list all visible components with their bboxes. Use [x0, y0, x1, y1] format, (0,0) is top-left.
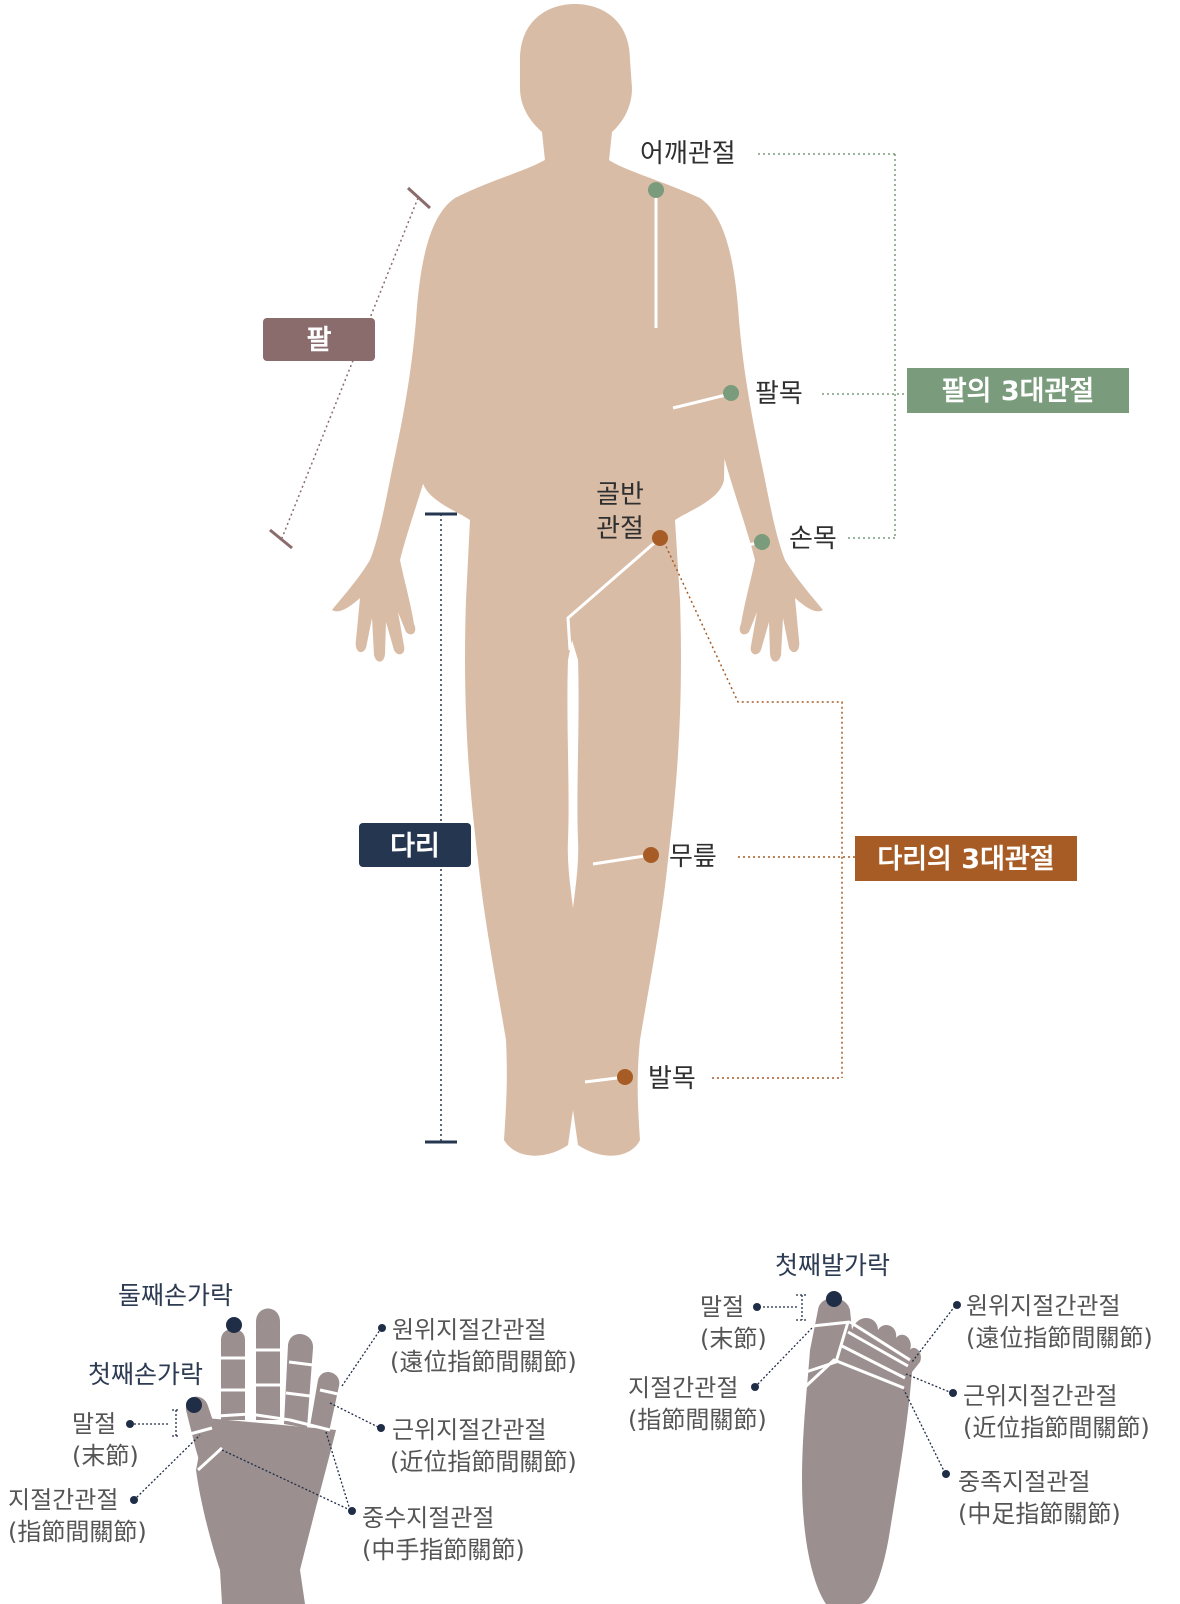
hand-dip-label: 원위지절간관절: [392, 1316, 547, 1344]
foot-interphalangeal-hanja: (指節間關節): [628, 1406, 767, 1434]
thumb-label: 첫째손가락: [88, 1360, 203, 1389]
wrist-joint-label: 손목: [789, 524, 837, 554]
hand-interphalangeal-label: 지절간관절: [8, 1486, 118, 1514]
knee-joint-label: 무릎: [669, 842, 717, 872]
leg-span-indicator: [425, 512, 457, 1144]
hand-diagram: 둘째손가락 첫째손가락 말절 (末節) 지절간관절 (指節間關節) 원위지절간관…: [8, 1281, 577, 1604]
big-toe-label: 첫째발가락: [775, 1251, 890, 1280]
hand-mcp-label: 중수지절관절: [362, 1504, 494, 1532]
thumb-tip-dot: [186, 1397, 202, 1413]
foot-pip-hanja: (近位指節間關節): [963, 1414, 1150, 1442]
index-finger-tip-dot: [226, 1317, 242, 1333]
arm-badge-label: 팔: [307, 325, 332, 356]
leg-badge-label: 다리: [390, 831, 440, 862]
knee-joint-dot: [643, 847, 659, 863]
human-body-figure: [332, 4, 823, 1156]
foot-interphalangeal-label: 지절간관절: [628, 1374, 738, 1402]
hip-joint-label-line1: 골반: [596, 480, 644, 510]
leg-joints-group-label: 다리의 3대관절: [877, 844, 1054, 875]
hand-distal-phalanx-label: 말절: [72, 1410, 116, 1438]
leg-joints-group: 골반 관절 무릎 발목 다리의 3대관절: [596, 480, 1077, 1094]
foot-pip-label: 근위지절간관절: [963, 1382, 1118, 1410]
index-finger-label: 둘째손가락: [118, 1281, 233, 1310]
foot-dip-label: 원위지절간관절: [966, 1292, 1121, 1320]
arm-span-indicator: [269, 186, 432, 550]
foot-mtp-hanja: (中足指節關節): [958, 1500, 1121, 1528]
body-joint-lines: [566, 190, 763, 1084]
arm-joints-group-label: 팔의 3대관절: [942, 376, 1094, 407]
arm-badge: 팔: [263, 318, 375, 361]
leg-badge: 다리: [359, 823, 471, 867]
foot-dip-hanja: (遠位指節間關節): [966, 1324, 1153, 1352]
arm-joints-group: 어깨관절 팔목 손목 팔의 3대관절: [640, 139, 1129, 554]
foot-mtp-label: 중족지절관절: [958, 1468, 1090, 1496]
elbow-joint-label: 팔목: [755, 379, 803, 409]
shoulder-joint-dot: [648, 182, 664, 198]
hand-dip-hanja: (遠位指節間關節): [390, 1348, 577, 1376]
ankle-joint-dot: [617, 1069, 633, 1085]
hand-interphalangeal-hanja: (指節間關節): [8, 1518, 147, 1546]
hand-pip-label: 근위지절간관절: [392, 1416, 547, 1444]
hand-shape: [185, 1308, 340, 1604]
hand-mcp-hanja: (中手指節關節): [362, 1536, 525, 1564]
hip-joint-label-line2: 관절: [596, 514, 644, 544]
wrist-joint-dot: [754, 534, 770, 550]
hand-distal-phalanx-hanja: (末節): [72, 1442, 139, 1470]
foot-shape: [802, 1298, 921, 1604]
shoulder-joint-label: 어깨관절: [640, 139, 736, 169]
foot-distal-phalanx-label: 말절: [700, 1293, 744, 1321]
hand-pip-hanja: (近位指節間關節): [390, 1448, 577, 1476]
foot-diagram: 첫째발가락 말절 (末節) 지절간관절 (指節間關節) 원위지절간관절 (遠位指…: [628, 1251, 1153, 1604]
big-toe-tip-dot: [826, 1291, 842, 1307]
hip-joint-dot: [652, 530, 668, 546]
ankle-joint-label: 발목: [648, 1064, 696, 1094]
elbow-joint-dot: [723, 385, 739, 401]
foot-distal-phalanx-hanja: (末節): [700, 1325, 767, 1353]
